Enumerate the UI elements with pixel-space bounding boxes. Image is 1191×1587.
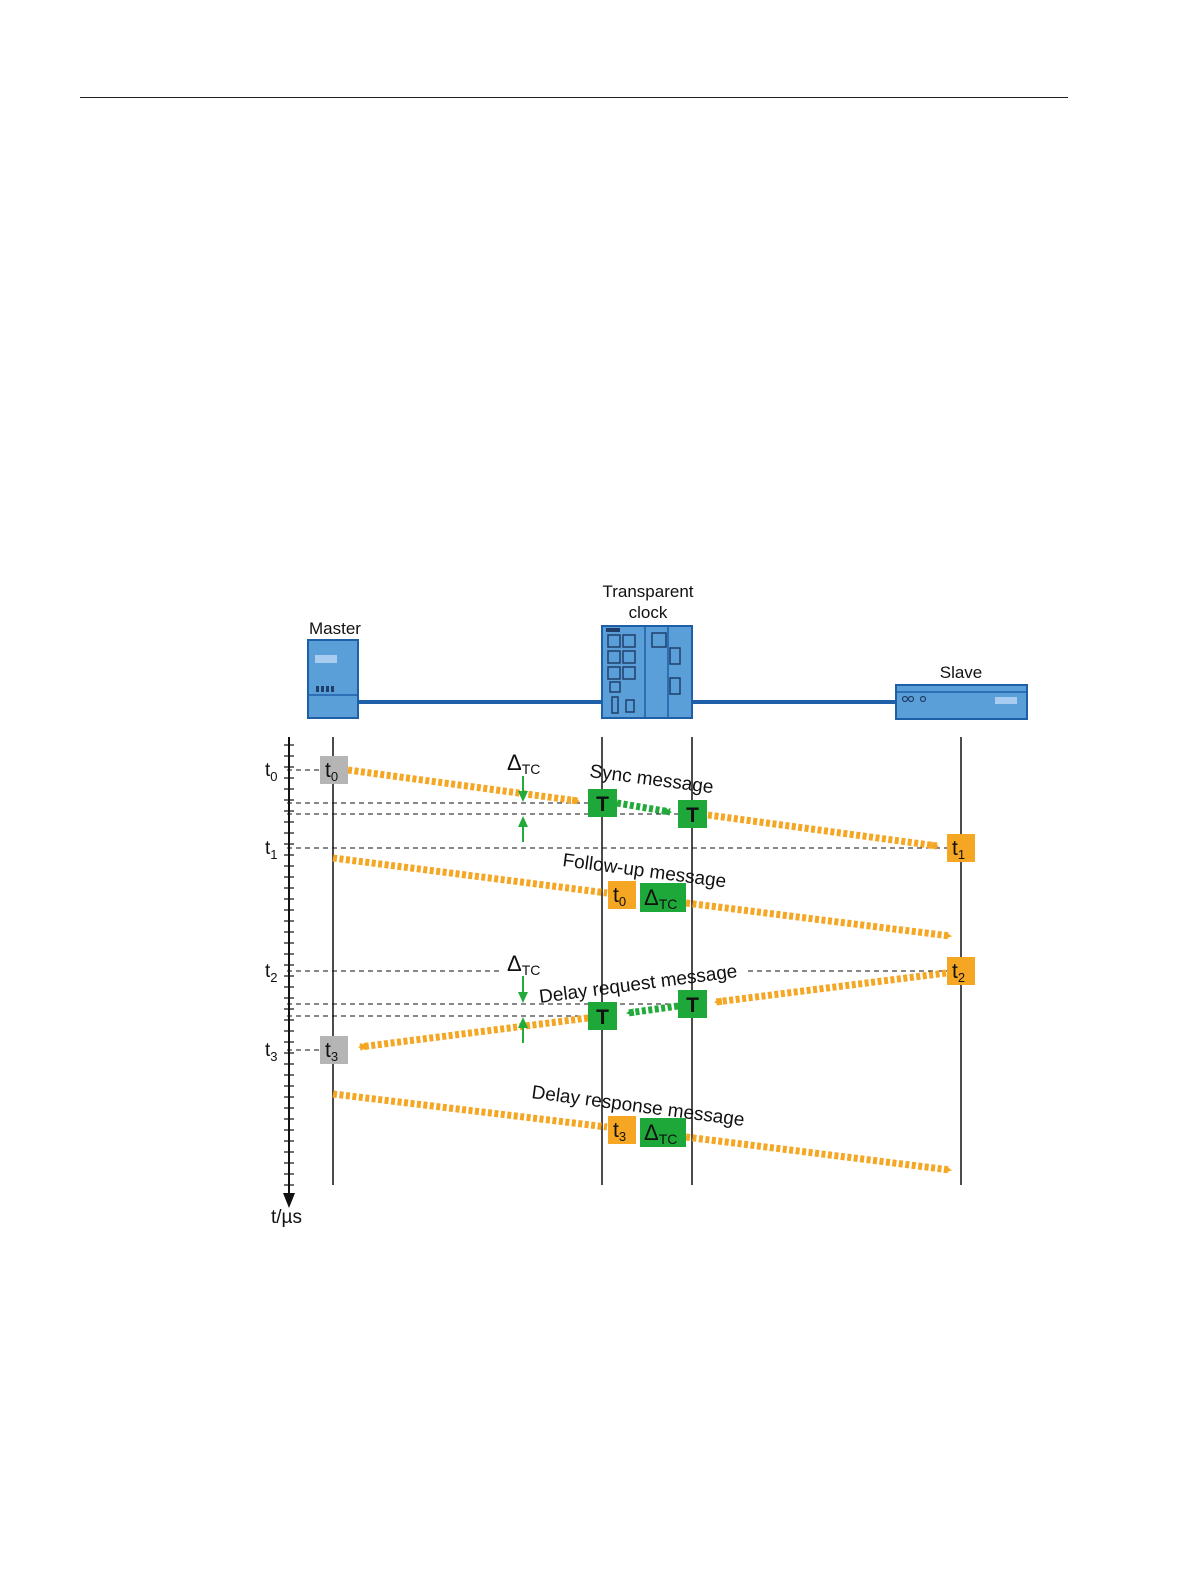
svg-text:T: T xyxy=(596,793,609,816)
follow-up-payload-delta-tc: ΔTC xyxy=(640,883,686,912)
timestamp-box-slave-t1: t1 xyxy=(947,834,975,862)
delay-request-residence-arrow xyxy=(628,1006,678,1013)
master-label: Master xyxy=(309,619,361,638)
timestamp-box-tc-delay-ingress: T xyxy=(678,990,707,1018)
sync-arrow-tc-to-slave xyxy=(708,815,937,846)
sync-arrow-master-to-tc xyxy=(348,770,578,801)
svg-text:T: T xyxy=(686,994,699,1017)
slave-label: Slave xyxy=(940,663,983,682)
timestamp-box-master-t0: t0 xyxy=(320,756,348,784)
timestamp-box-slave-t2: t2 xyxy=(947,957,975,985)
transparent-clock-label-line2: clock xyxy=(629,603,668,622)
time-label-t3: t3 xyxy=(265,1040,278,1064)
transparent-clock-device-icon xyxy=(602,626,692,718)
timestamp-box-master-t3: t3 xyxy=(320,1036,348,1064)
timestamp-box-tc-sync-ingress: T xyxy=(588,789,617,817)
delay-request-message-label: Delay request message xyxy=(538,961,739,1008)
time-axis-label: t/µs xyxy=(271,1207,302,1228)
timestamp-box-tc-delay-egress: T xyxy=(588,1002,617,1030)
delay-response-message-label: Delay response message xyxy=(530,1082,745,1131)
delay-request-arrow-slave-to-tc xyxy=(716,973,946,1002)
master-device-icon xyxy=(308,640,358,718)
time-axis xyxy=(283,737,295,1208)
follow-up-arrow-part2 xyxy=(686,903,950,936)
timestamp-box-tc-sync-egress: T xyxy=(678,800,707,828)
time-label-t2: t2 xyxy=(265,961,278,985)
delay-request-arrow-tc-to-master xyxy=(360,1018,588,1047)
follow-up-payload-t0: t0 xyxy=(608,881,636,909)
slave-device-icon xyxy=(896,685,1027,719)
time-label-t0: t0 xyxy=(265,760,278,784)
delay-response-payload-t3: t3 xyxy=(608,1116,636,1144)
time-axis-ticks xyxy=(284,745,294,1185)
delta-tc-label-delay-request: ΔTC xyxy=(507,951,540,978)
sync-residence-arrow xyxy=(617,803,670,812)
time-label-t1: t1 xyxy=(265,838,278,862)
delta-tc-indicator-delay-request xyxy=(518,976,528,1043)
delay-response-payload-delta-tc: ΔTC xyxy=(640,1118,686,1147)
svg-text:T: T xyxy=(686,804,699,827)
transparent-clock-label-line1: Transparent xyxy=(602,582,693,601)
svg-text:T: T xyxy=(596,1006,609,1029)
delay-response-arrow-part2 xyxy=(686,1137,950,1170)
delta-tc-label-sync: ΔTC xyxy=(507,750,540,777)
delta-tc-indicator-sync xyxy=(518,776,528,842)
